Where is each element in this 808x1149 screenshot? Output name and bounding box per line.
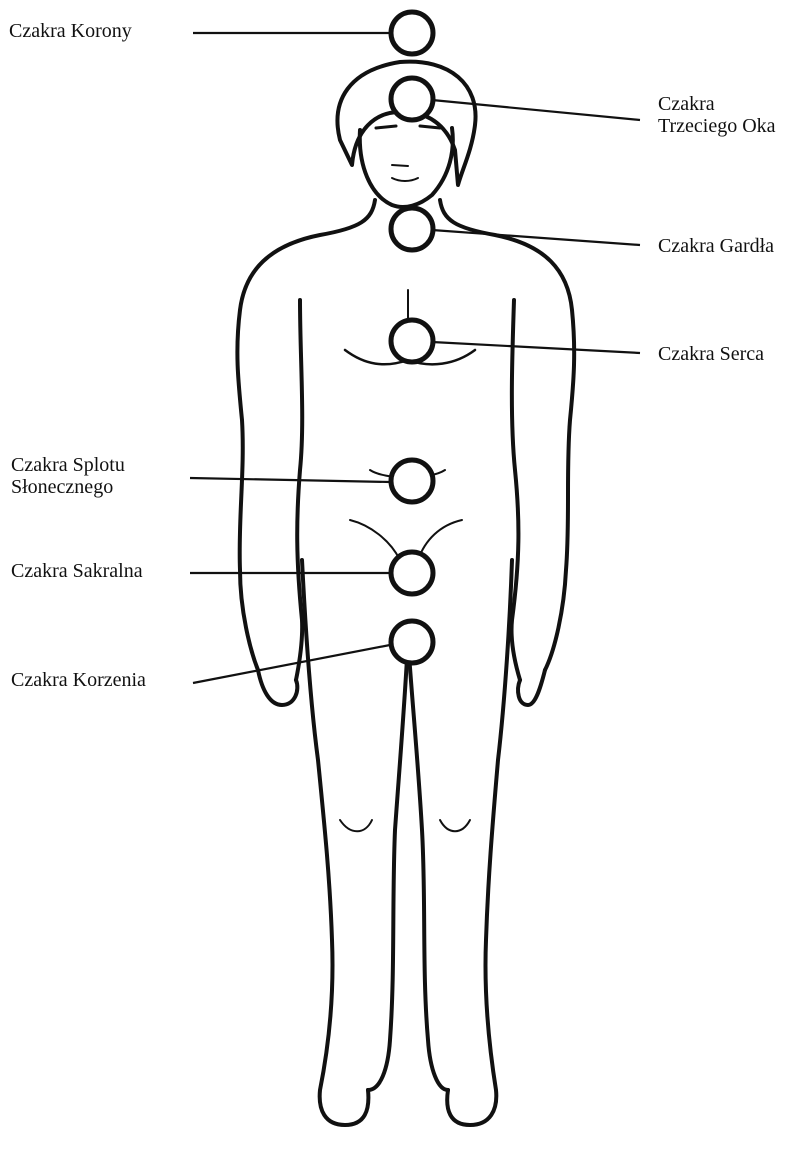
chakra-label-splotu: Czakra Splotu Słonecznego — [11, 454, 125, 498]
chakra-label-serca: Czakra Serca — [658, 343, 764, 365]
right-leg — [447, 560, 512, 1125]
chakra-circle-trzeciego-oka — [391, 78, 433, 120]
leader-line-trzeciego-oka — [432, 100, 640, 120]
left-leg — [302, 560, 368, 1125]
chakra-circle-gardla — [391, 208, 433, 250]
chakra-label-sakralna: Czakra Sakralna — [11, 560, 143, 582]
right-hand — [518, 670, 545, 705]
chakra-circle-korzenia — [391, 621, 433, 663]
face — [360, 128, 453, 207]
chakra-label-korzenia: Czakra Korzenia — [11, 669, 146, 691]
chakra-circle-serca — [391, 320, 433, 362]
chakra-label-gardla: Czakra Gardła — [658, 235, 774, 257]
leader-line-korzenia — [193, 645, 390, 683]
torso-outline — [237, 200, 375, 670]
leader-line-gardla — [432, 230, 640, 245]
leader-line-serca — [432, 342, 640, 353]
chakra-circle-splotu — [391, 460, 433, 502]
chakra-circle-sakralna — [391, 552, 433, 594]
chakra-label-trzeciego-oka: Czakra Trzeciego Oka — [658, 93, 776, 137]
left-hand — [258, 670, 297, 705]
chakra-circle-korony — [391, 12, 433, 54]
leader-line-splotu — [190, 478, 390, 482]
chakra-label-korony: Czakra Korony — [9, 20, 132, 42]
